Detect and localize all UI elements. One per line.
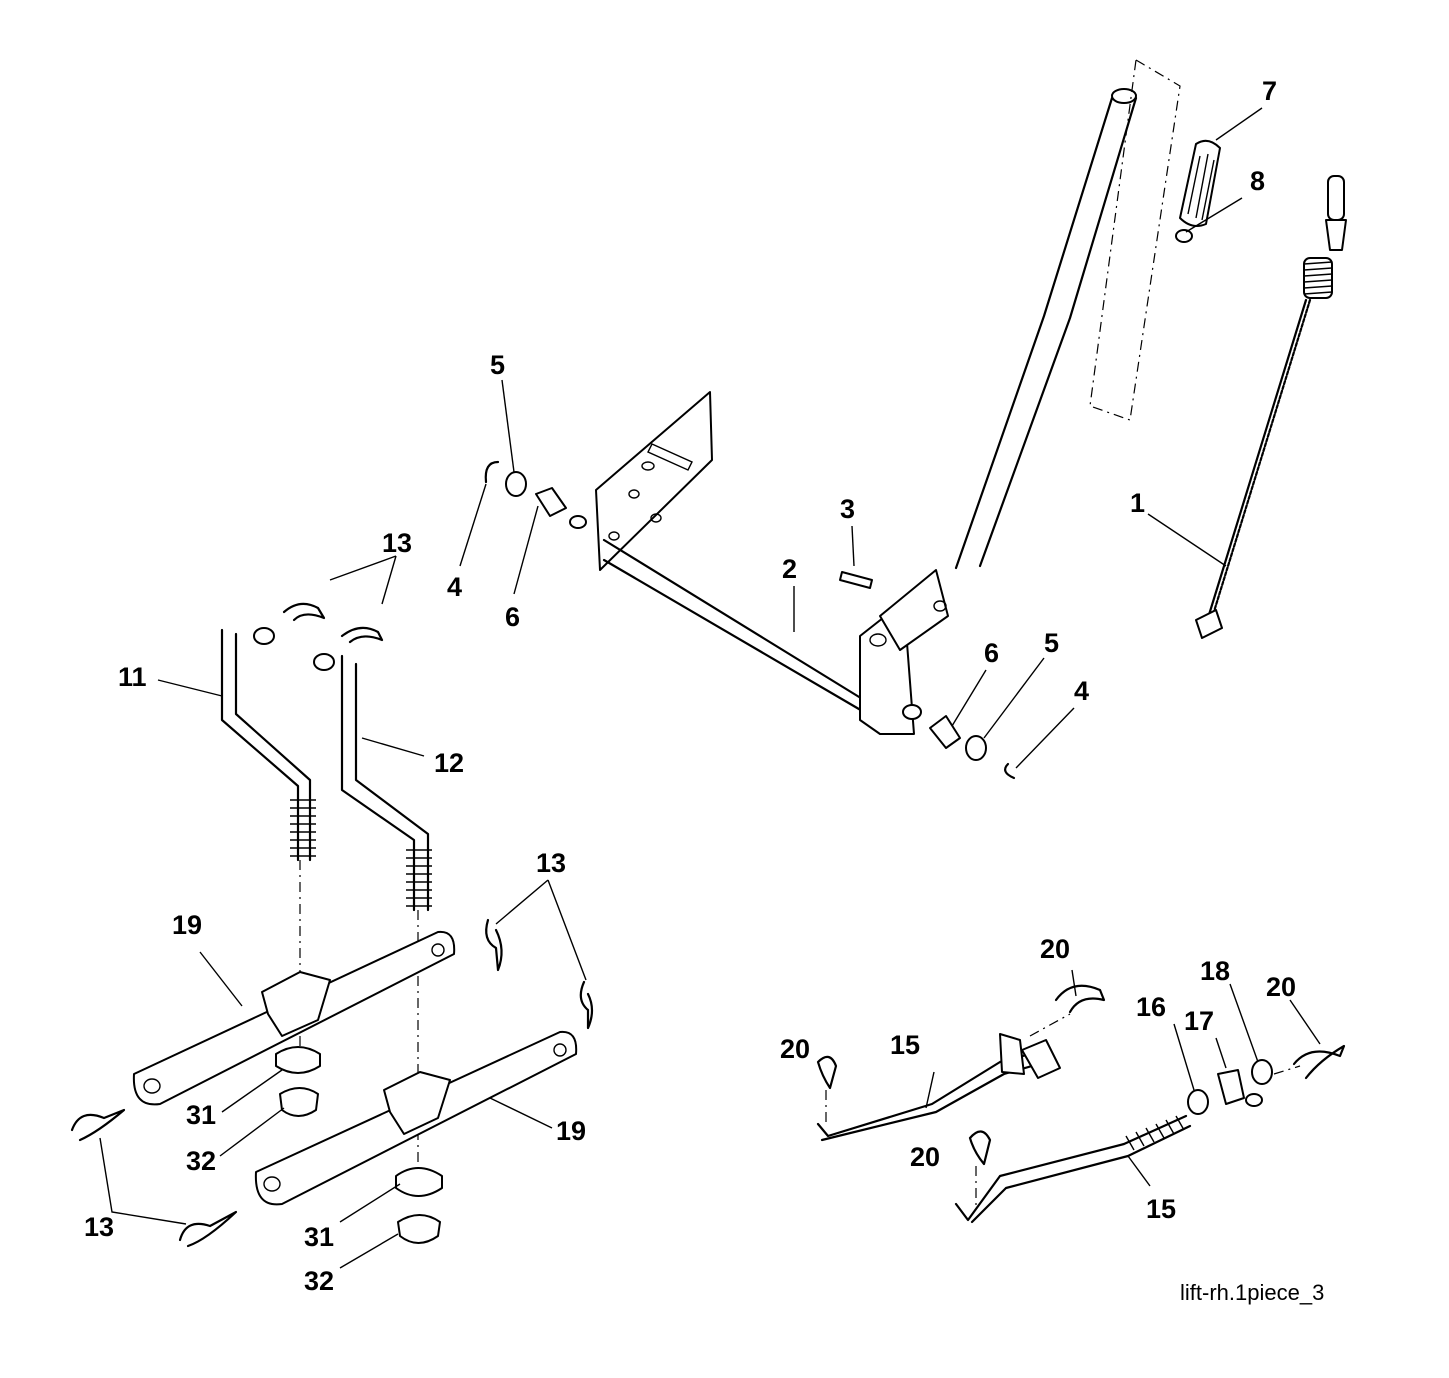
part-6-bushing-left [535, 487, 587, 529]
callout-1: 1 [1130, 488, 1145, 518]
callout-17: 17 [1184, 1006, 1214, 1036]
part-17-trunnion [1217, 1069, 1263, 1107]
part-32-nut-upper [279, 1087, 319, 1117]
part-31-spacer-lower [395, 1167, 443, 1197]
part-20-hairpin-2 [1054, 984, 1106, 1014]
callout-13-mid: 13 [536, 848, 566, 878]
callout-32-lower: 32 [304, 1266, 334, 1296]
part-5-washer-left [505, 471, 527, 497]
part-4-clip-left [484, 460, 500, 484]
callout-5-left: 5 [490, 350, 505, 380]
part-12-lift-rod [313, 653, 432, 1170]
callout-20-right: 20 [1266, 972, 1296, 1002]
part-18-nut [1251, 1059, 1273, 1085]
callout-15-lower: 15 [1146, 1194, 1176, 1224]
part-3-pin [839, 571, 873, 589]
part-19-lift-arm-lower [254, 1030, 578, 1206]
part-8-plug [1175, 229, 1193, 243]
callout-12: 12 [434, 748, 464, 778]
callout-8: 8 [1250, 166, 1265, 196]
callout-16: 16 [1136, 992, 1166, 1022]
callout-2: 2 [782, 554, 797, 584]
lift-handle-tube [954, 59, 1181, 570]
callout-numbers: 1 2 3 4 4 5 5 6 6 7 8 11 12 13 13 13 15 … [84, 76, 1296, 1296]
part-13-hairpin-lower-2 [178, 1210, 238, 1248]
callout-19-lower: 19 [556, 1116, 586, 1146]
callout-20-top: 20 [1040, 934, 1070, 964]
part-11-lift-rod [220, 627, 316, 1060]
part-20-hairpin-3 [968, 1130, 992, 1206]
callout-7: 7 [1262, 76, 1277, 106]
callout-3: 3 [840, 494, 855, 524]
part-13-hairpin-upper-1 [282, 602, 326, 622]
part-20-hairpin-4 [1273, 1044, 1346, 1080]
callout-32-upper: 32 [186, 1146, 216, 1176]
part-19-lift-arm-upper [132, 930, 456, 1106]
part-13-hairpin-mid-1 [485, 918, 503, 972]
part-13-hairpin-mid-2 [579, 980, 594, 1030]
part-7-handle-grip [1179, 139, 1221, 227]
callout-15-upper: 15 [890, 1030, 920, 1060]
callout-4-left: 4 [447, 572, 462, 602]
callout-4-right: 4 [1074, 676, 1089, 706]
part-32-nut-lower [397, 1214, 441, 1244]
callout-31-lower: 31 [304, 1222, 334, 1252]
callout-19-upper: 19 [172, 910, 202, 940]
callout-20-left: 20 [780, 1034, 810, 1064]
part-5-washer-right [965, 735, 987, 761]
callout-20-mid: 20 [910, 1142, 940, 1172]
callout-18: 18 [1200, 956, 1230, 986]
callout-31-upper: 31 [186, 1100, 216, 1130]
part-13-hairpin-upper-2 [340, 626, 384, 644]
part-15-link-rod-upper [816, 1013, 1071, 1142]
leader-lines [99, 107, 1321, 1269]
diagram-caption: lift-rh.1piece_3 [1180, 1280, 1324, 1305]
callout-6-left: 6 [505, 602, 520, 632]
callout-5-right: 5 [1044, 628, 1059, 658]
part-13-hairpin-lower-1 [70, 1108, 126, 1142]
part-4-clip-right [1004, 762, 1016, 780]
part-15-link-rod-lower [954, 1114, 1192, 1224]
part-2-lift-shaft [595, 391, 949, 735]
part-16-nut [1187, 1089, 1209, 1115]
callout-11: 11 [118, 662, 147, 692]
callout-6-right: 6 [984, 638, 999, 668]
callout-13-upper: 13 [382, 528, 412, 558]
part-31-spacer-upper [275, 1046, 321, 1074]
part-1-lift-cable [1195, 175, 1347, 639]
part-20-hairpin-1 [816, 1055, 838, 1124]
part-6-bushing-right [902, 704, 961, 749]
callout-13-lower: 13 [84, 1212, 114, 1242]
cable-spring [1303, 257, 1333, 299]
